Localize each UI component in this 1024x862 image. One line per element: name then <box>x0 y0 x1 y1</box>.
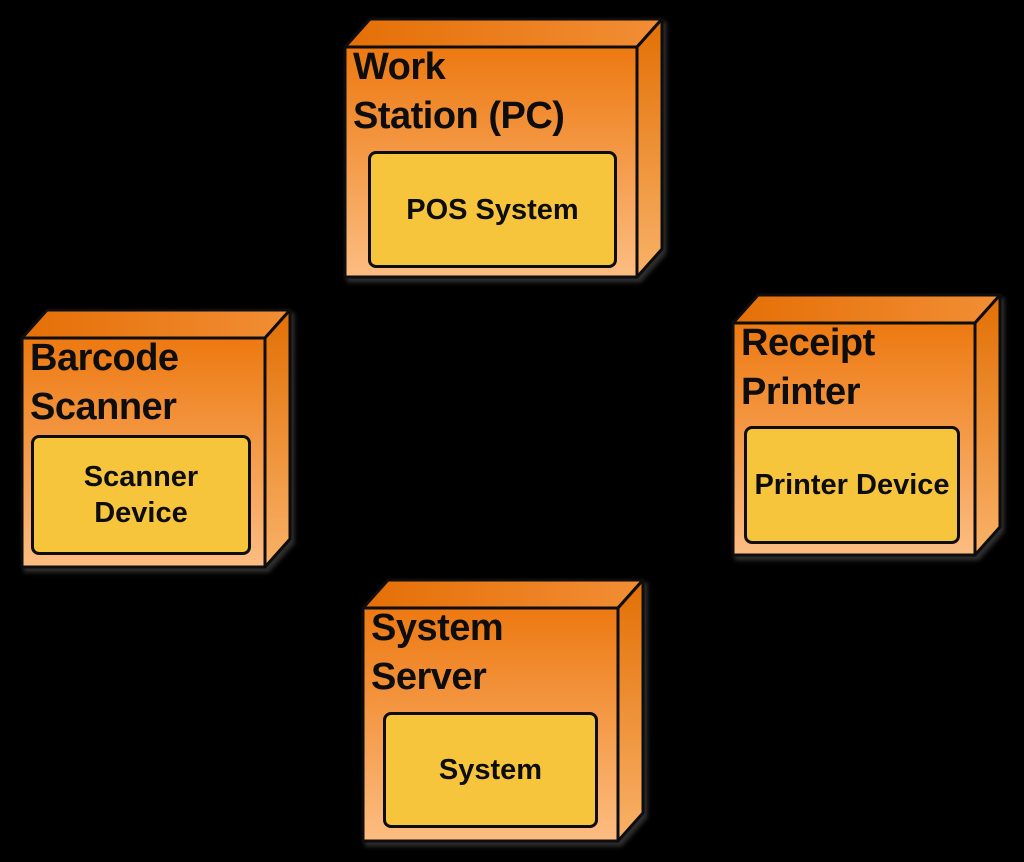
component-box: POS System <box>368 151 617 268</box>
component-box: Printer Device <box>744 426 960 544</box>
node-side-face <box>616 578 645 843</box>
component-label: Printer Device <box>754 469 950 501</box>
component-box: System <box>383 712 598 828</box>
component-box: Scanner Device <box>31 435 251 555</box>
node-title: Work Station (PC) <box>353 46 565 137</box>
node-title: System Server <box>371 607 504 698</box>
node-side-face <box>973 293 1002 557</box>
component-label: Scanner Device <box>83 461 199 529</box>
node-system-server: System Server System <box>361 578 645 843</box>
component-label: POS System <box>406 193 579 226</box>
node-workstation: Work Station (PC) POS System <box>343 17 664 279</box>
node-side-face <box>635 17 664 279</box>
node-barcode-scanner: Barcode Scanner Scanner Device <box>20 308 292 569</box>
component-label: System <box>438 754 543 786</box>
node-title: Barcode Scanner <box>30 337 179 428</box>
node-side-face <box>263 308 292 569</box>
node-receipt-printer: Receipt Printer Printer Device <box>731 293 1002 557</box>
node-title: Receipt Printer <box>741 322 875 413</box>
